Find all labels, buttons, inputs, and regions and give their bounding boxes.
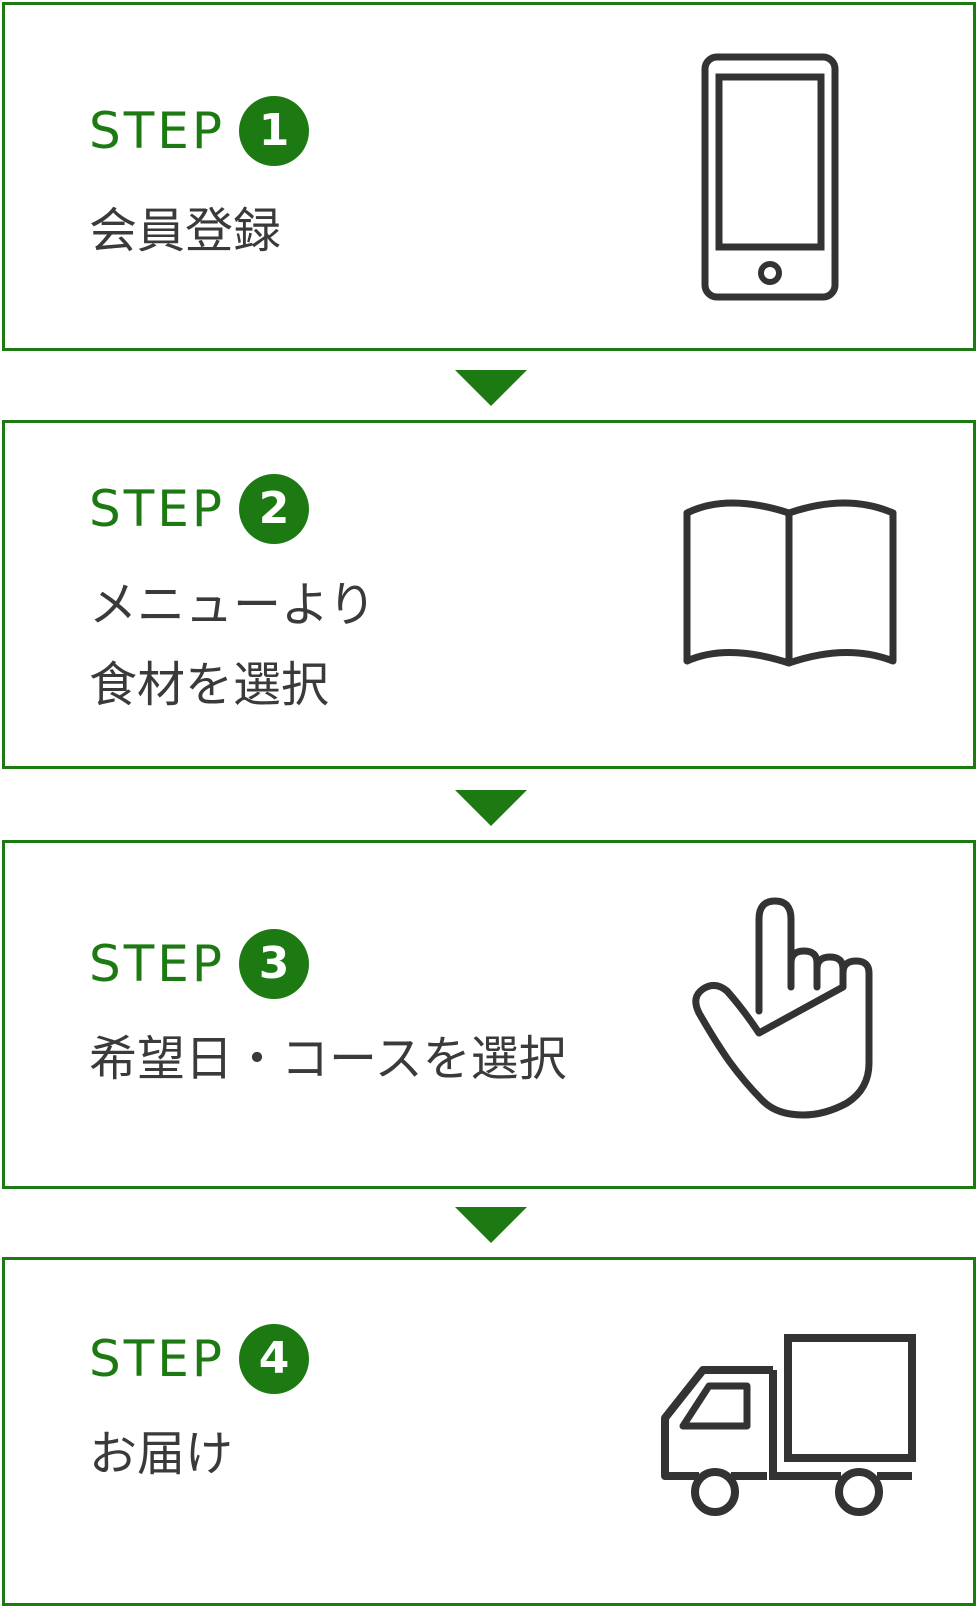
- step-arrow-2: [455, 790, 527, 826]
- step-2-label: STEP: [89, 480, 226, 538]
- step-2-heading: STEP 2: [89, 474, 310, 544]
- step-4-number-badge: 4: [239, 1324, 310, 1394]
- open-book-icon: [683, 499, 897, 667]
- step-4-line-1: お届け: [89, 1426, 234, 1482]
- step-1-card: STEP 1 会員登録: [2, 2, 976, 351]
- step-1-label: STEP: [89, 102, 226, 160]
- step-2-number-badge: 2: [239, 474, 310, 544]
- step-3-heading: STEP 3: [89, 929, 310, 999]
- step-4-description: お届け: [89, 1414, 233, 1494]
- step-arrow-1: [455, 370, 527, 406]
- step-2-card: STEP 2 メニューより 食材を選択: [2, 420, 976, 769]
- step-3-number-badge: 3: [239, 929, 310, 999]
- step-3-line-1: 希望日・コースを選択: [89, 1031, 567, 1087]
- step-1-description: 会員登録: [89, 191, 281, 271]
- step-2-description: メニューより 食材を選択: [89, 565, 376, 725]
- delivery-truck-icon: [661, 1334, 916, 1516]
- step-2-line-1: メニューより: [89, 577, 377, 633]
- step-1-heading: STEP 1: [89, 96, 310, 166]
- step-4-heading: STEP 4: [89, 1324, 310, 1394]
- step-2-line-2: 食材を選択: [89, 657, 330, 713]
- step-1-number-badge: 1: [239, 96, 310, 166]
- step-3-card: STEP 3 希望日・コースを選択: [2, 840, 976, 1189]
- step-3-description: 希望日・コースを選択: [89, 1019, 567, 1099]
- step-4-label: STEP: [89, 1330, 226, 1388]
- step-3-label: STEP: [89, 935, 226, 993]
- step-4-card: STEP 4 お届け: [2, 1257, 976, 1606]
- smartphone-icon: [701, 53, 839, 301]
- step-arrow-3: [455, 1207, 527, 1243]
- step-1-line-1: 会員登録: [89, 203, 282, 259]
- pointing-hand-icon: [692, 897, 873, 1119]
